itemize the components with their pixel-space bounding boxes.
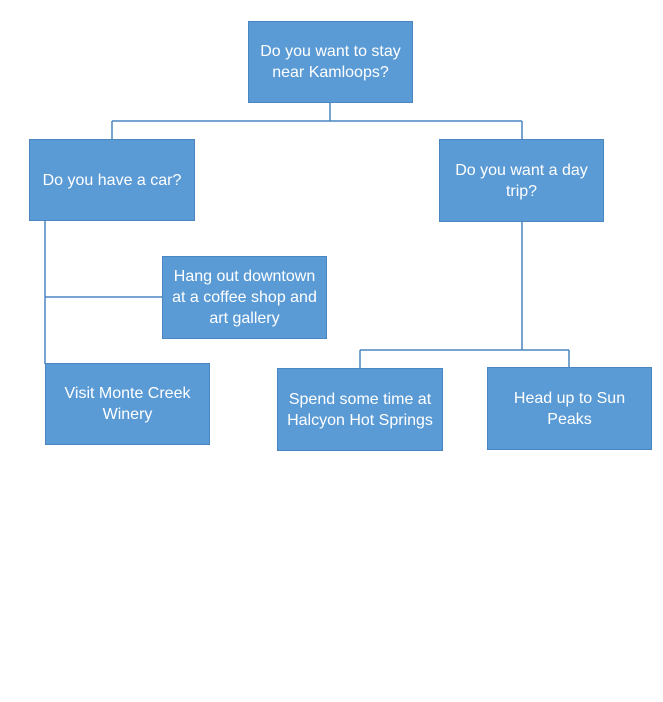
node-hang-out-downtown: Hang out downtown at a coffee shop and a… <box>162 256 327 339</box>
node-label: Visit Monte Creek Winery <box>64 385 191 423</box>
node-label: Do you want to stay near Kamloops? <box>260 43 401 81</box>
node-label: Head up to Sun Peaks <box>513 389 626 428</box>
node-monte-creek-winery: Visit Monte Creek Winery <box>45 363 210 445</box>
node-stay-near-kamloops: Do you want to stay near Kamloops? <box>248 21 413 103</box>
node-sun-peaks: Head up to Sun Peaks <box>487 367 652 450</box>
node-label: Do you want a day trip? <box>455 161 588 200</box>
node-label: Do you have a car? <box>42 171 182 189</box>
node-day-trip: Do you want a day trip? <box>439 139 604 222</box>
node-have-a-car: Do you have a car? <box>29 139 195 221</box>
node-halcyon-hot-springs: Spend some time at Halcyon Hot Springs <box>277 368 443 451</box>
node-label: Hang out downtown at a coffee shop and a… <box>172 268 317 327</box>
node-label: Spend some time at Halcyon Hot Springs <box>287 390 433 429</box>
